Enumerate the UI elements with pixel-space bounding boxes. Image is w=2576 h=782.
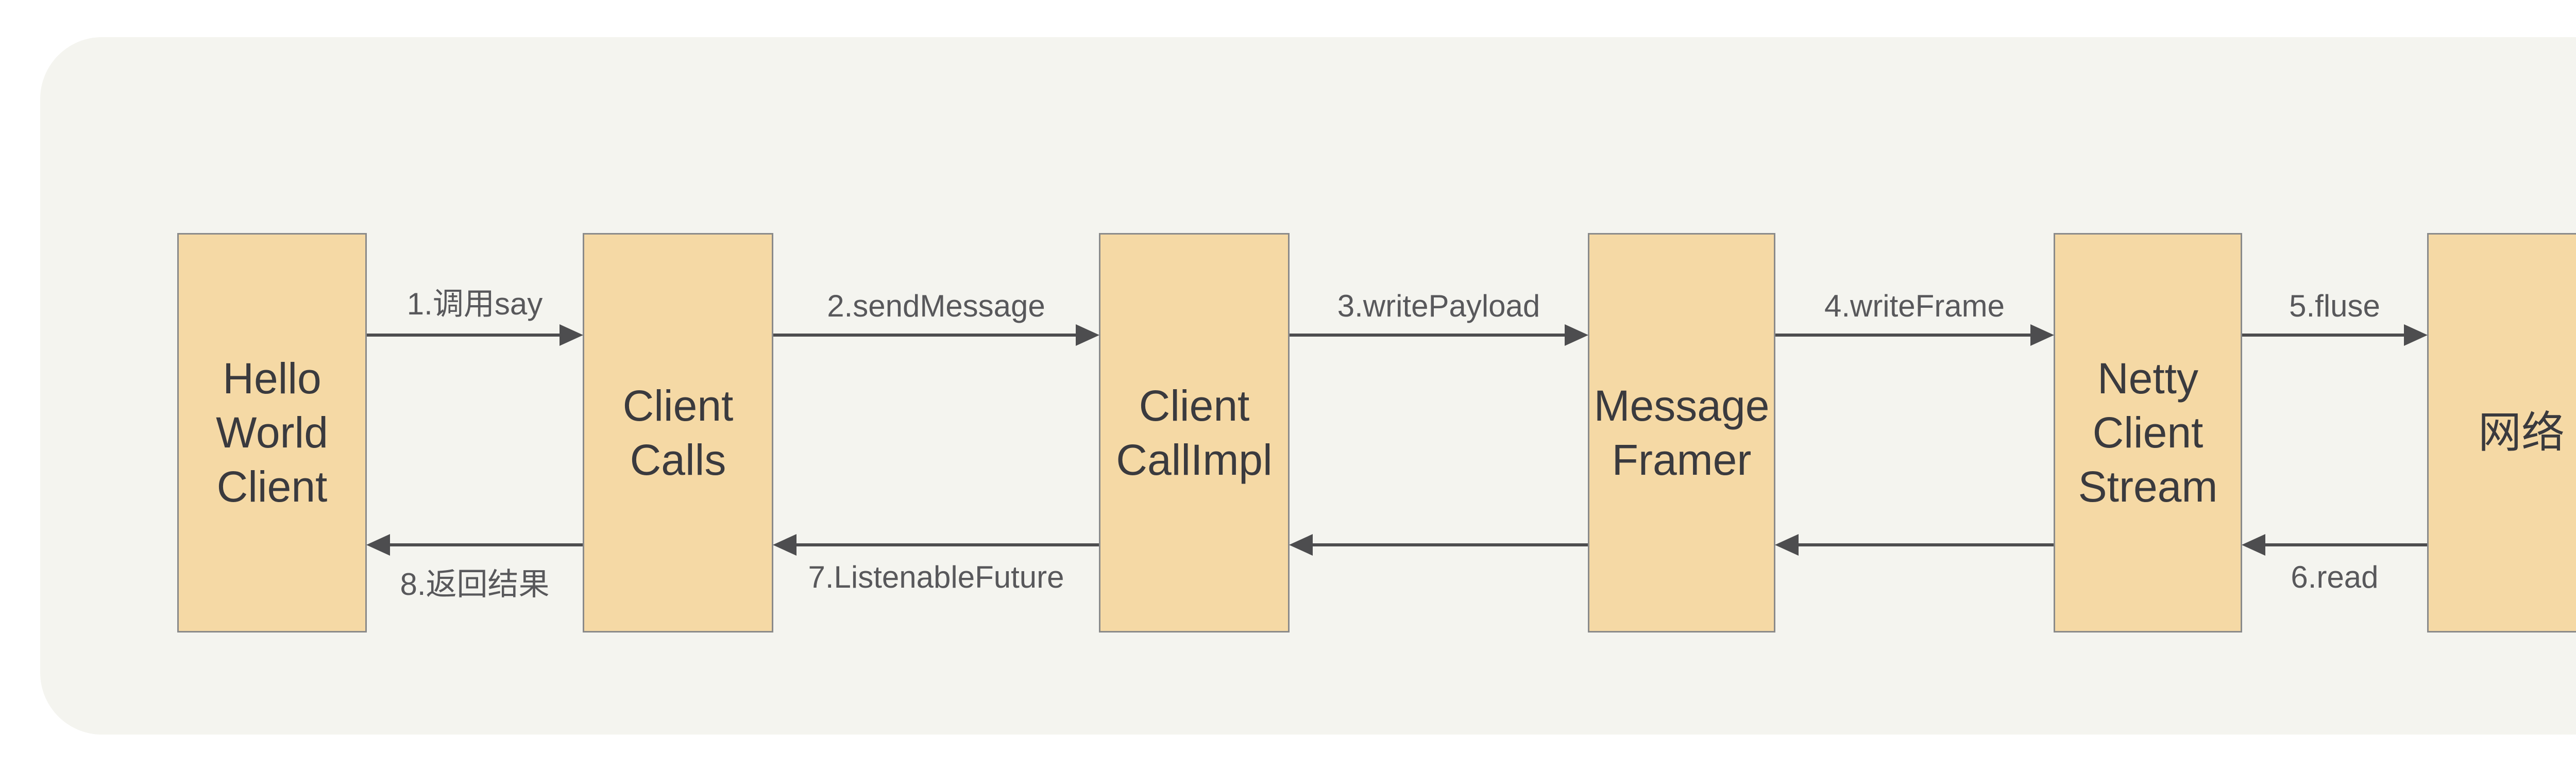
arrow-line bbox=[1795, 543, 2054, 546]
diagram-panel: Hello World Client Client Calls Client C… bbox=[40, 37, 2576, 735]
arrow-line bbox=[2262, 543, 2427, 546]
arrow-label-6: 6.read bbox=[2291, 560, 2379, 594]
arrowhead-left-icon bbox=[2242, 534, 2265, 556]
arrow-label-4: 4.writeFrame bbox=[1824, 289, 2005, 323]
node-netty-client-stream: Netty Client Stream bbox=[2054, 233, 2242, 633]
arrow-label-1: 1.调用say bbox=[406, 287, 543, 321]
arrow-label-5: 5.fluse bbox=[2289, 289, 2380, 323]
arrowhead-right-icon bbox=[2030, 324, 2054, 346]
arrowhead-left-icon bbox=[1775, 534, 1799, 556]
arrow-line bbox=[2242, 334, 2408, 337]
arrowhead-right-icon bbox=[2404, 324, 2428, 346]
node-hello-world-client: Hello World Client bbox=[177, 233, 367, 633]
node-client-callimpl: Client CallImpl bbox=[1099, 233, 1290, 633]
node-message-framer: Message Framer bbox=[1588, 233, 1775, 633]
node-label-message-framer: Message Framer bbox=[1594, 381, 1770, 484]
node-label-client-calls: Client Calls bbox=[622, 381, 734, 484]
node-label-client-callimpl: Client CallImpl bbox=[1116, 381, 1273, 484]
node-label-hello-world-client: Hello World Client bbox=[216, 354, 328, 511]
arrow-line bbox=[773, 334, 1079, 337]
arrow-label-7: 7.ListenableFuture bbox=[808, 560, 1064, 594]
node-client-calls: Client Calls bbox=[583, 233, 773, 633]
arrow-line bbox=[793, 543, 1099, 546]
arrow-line bbox=[1290, 334, 1568, 337]
arrowhead-right-icon bbox=[1565, 324, 1588, 346]
node-label-netty-client-stream: Netty Client Stream bbox=[2078, 354, 2218, 511]
arrowhead-right-icon bbox=[1076, 324, 1099, 346]
node-network: 网络 bbox=[2427, 233, 2576, 633]
arrow-line bbox=[367, 334, 563, 337]
arrowhead-left-icon bbox=[366, 534, 390, 556]
arrow-line bbox=[386, 543, 583, 546]
node-label-network: 网络 bbox=[2478, 408, 2565, 457]
arrowhead-left-icon bbox=[773, 534, 796, 556]
arrowhead-right-icon bbox=[560, 324, 583, 346]
arrow-line bbox=[1775, 334, 2034, 337]
arrow-label-3: 3.writePayload bbox=[1337, 289, 1540, 323]
arrow-line bbox=[1309, 543, 1588, 546]
arrowhead-left-icon bbox=[1289, 534, 1313, 556]
arrow-label-8: 8.返回结果 bbox=[400, 567, 550, 602]
arrow-label-2: 2.sendMessage bbox=[827, 289, 1045, 323]
